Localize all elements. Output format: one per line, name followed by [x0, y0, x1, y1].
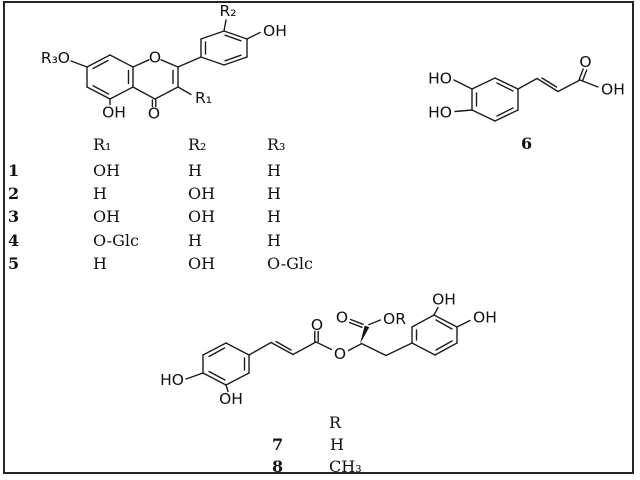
table-cell: OH	[188, 254, 216, 273]
table-cell: H	[330, 435, 344, 454]
acid-carbonyl-o-label: O	[336, 309, 348, 327]
stereo-wedge-bond	[360, 325, 370, 344]
table-cell: H	[188, 231, 202, 250]
r1-label: R₁	[195, 89, 212, 107]
ho-top-label: HO	[428, 70, 452, 88]
compound-number: 1	[8, 161, 20, 180]
ring-o-label: O	[149, 49, 161, 67]
rosmarinic-acid-structure: HO OH O O O OR OH OH	[160, 291, 497, 409]
r3o-label: R₃O	[41, 49, 70, 67]
ester-o-label: O	[334, 345, 346, 363]
carbonyl-o-label: O	[579, 53, 591, 71]
ho-bottom-label: HO	[428, 104, 452, 122]
table-cell: H	[188, 161, 202, 180]
oh-5-label: OH	[102, 104, 126, 122]
column-header-r2: R₂	[188, 135, 207, 154]
compound-number: 7	[272, 435, 284, 454]
ester-carbonyl-o-label: O	[311, 316, 323, 334]
r2-label: R₂	[220, 2, 237, 20]
table-cell: CH₃	[329, 457, 362, 476]
oh-right-label: OH	[473, 309, 497, 327]
ketone-o-label: O	[148, 105, 160, 123]
compound-number: 8	[272, 457, 284, 476]
compound-number: 2	[8, 184, 20, 203]
table-cell: OH	[93, 161, 121, 180]
table-cell: H	[267, 161, 281, 180]
table-cell: OH	[188, 184, 216, 203]
flavonoid-skeleton: R₃O O R₂ OH R₁ OH O	[41, 2, 287, 123]
oh-bottom-label: OH	[219, 390, 243, 408]
ho-left-label: HO	[160, 371, 184, 389]
table-cell: H	[267, 184, 281, 203]
figure-border	[3, 1, 634, 474]
table-cell: OH	[93, 207, 121, 226]
column-header-r3: R₃	[267, 135, 286, 154]
compound-number: 5	[8, 254, 20, 273]
table-cell: O-Glc	[93, 231, 139, 250]
oh-top-label: OH	[432, 291, 456, 309]
table-cell: H	[93, 254, 107, 273]
table-cell: O-Glc	[267, 254, 313, 273]
acid-oh-label: OH	[601, 81, 625, 99]
or-group-label: OR	[383, 310, 406, 328]
oh-4prime-label: OH	[263, 22, 287, 40]
column-header-r1: R₁	[93, 135, 112, 154]
column-header-r: R	[329, 413, 342, 432]
table-cell: H	[267, 207, 281, 226]
caffeic-acid-structure: HO HO O OH	[428, 53, 625, 122]
compound-number-6: 6	[521, 134, 533, 153]
table-cell: OH	[188, 207, 216, 226]
compound-number: 4	[8, 231, 20, 250]
table-cell: H	[93, 184, 107, 203]
compound-number: 3	[8, 207, 20, 226]
table-cell: H	[267, 231, 281, 250]
